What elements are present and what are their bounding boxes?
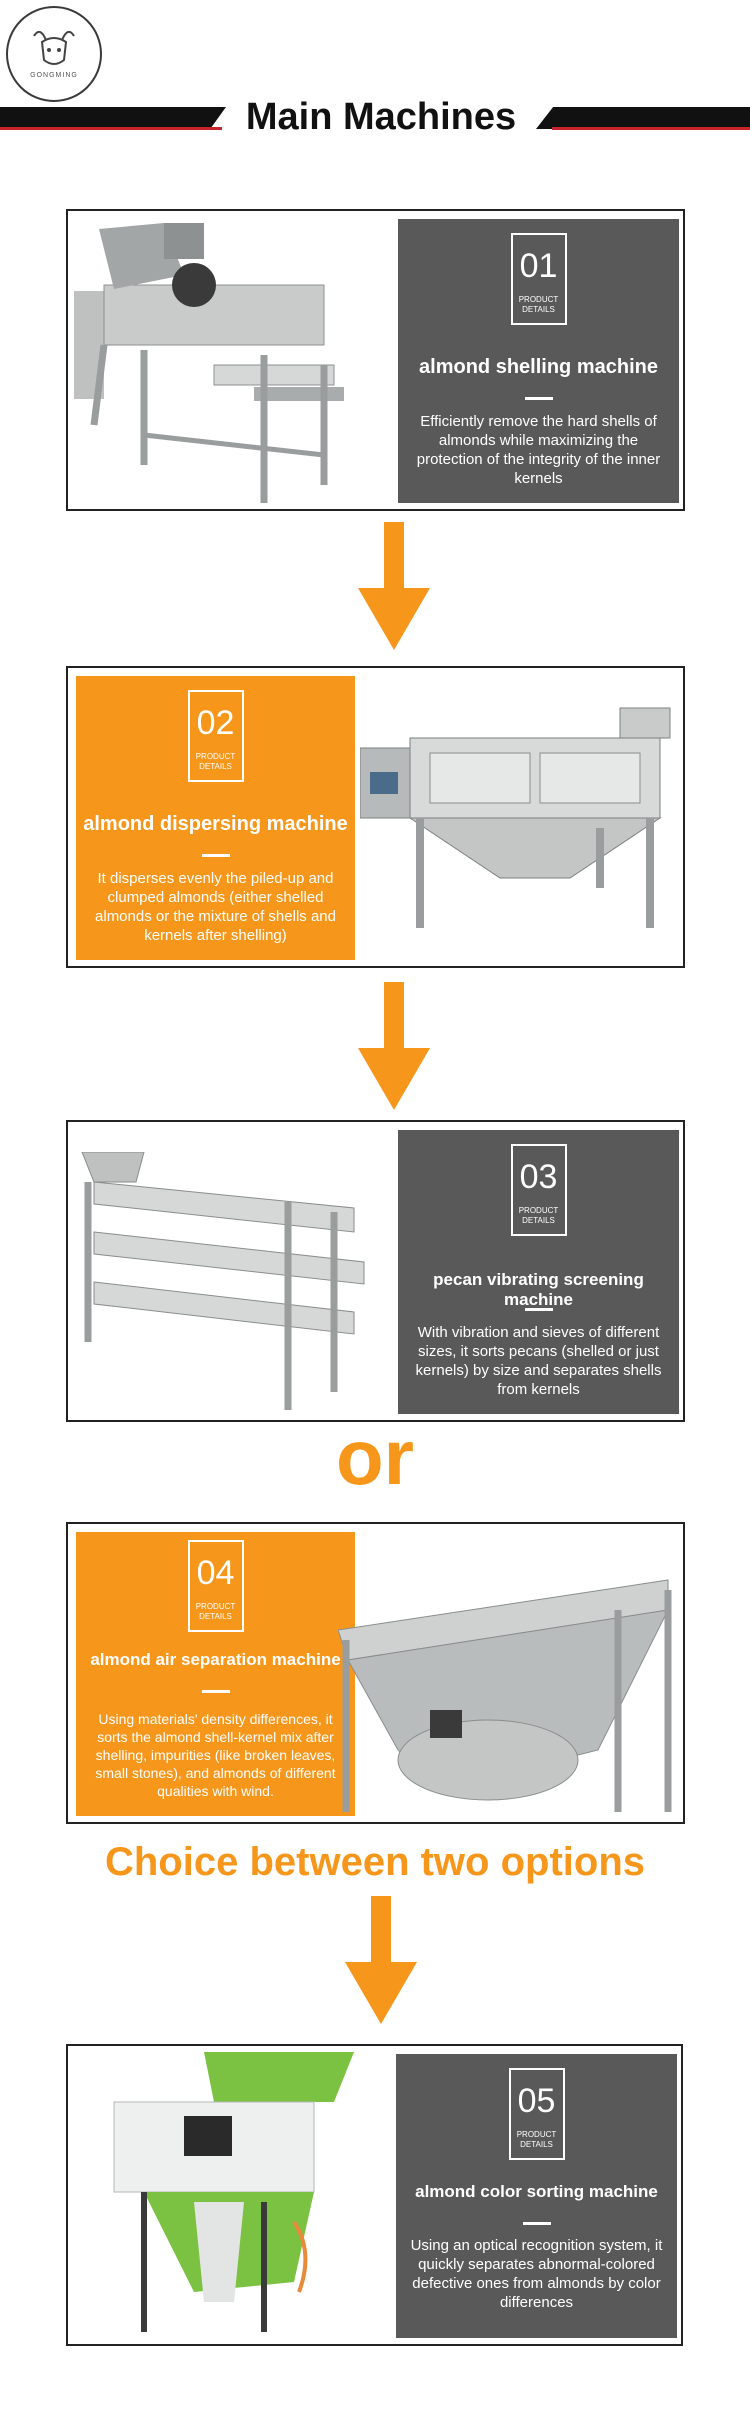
- page-title: Main Machines: [245, 96, 517, 138]
- screening-machine-image: [81, 1152, 365, 1410]
- product-name: pecan vibrating screening machine: [433, 1270, 644, 1309]
- item-number: 02: [196, 704, 235, 742]
- header-redline-left: [0, 127, 222, 130]
- product-name: almond color sorting machine: [415, 2182, 658, 2201]
- ox-head-icon: [33, 30, 75, 65]
- divider-bar: [201, 854, 230, 857]
- item-number: 03: [519, 1158, 558, 1196]
- product-description: With vibration and sieves of different s…: [415, 1324, 662, 1398]
- choice-heading: Choice between two options: [104, 1840, 646, 1884]
- or-separator-text: or: [336, 1413, 414, 1501]
- air-separation-machine-image: [338, 1579, 672, 1812]
- product-description: Efficiently remove the hard shells of al…: [416, 413, 661, 487]
- item-number: 05: [517, 2082, 556, 2120]
- divider-bar: [524, 1308, 553, 1311]
- shelling-machine-image: [74, 223, 344, 503]
- divider-bar: [201, 1690, 230, 1693]
- down-arrow-icon: [358, 522, 430, 650]
- down-arrow-icon: [345, 1896, 417, 2024]
- header-stripe-right: [536, 107, 750, 129]
- item-number: 04: [196, 1554, 235, 1592]
- logo-text: GONGMING: [30, 72, 78, 79]
- divider-bar: [524, 397, 553, 400]
- dispersing-machine-image: [360, 707, 671, 928]
- logo-circle: [6, 6, 102, 102]
- color-sorting-machine-image: [113, 2052, 354, 2332]
- divider-bar: [522, 2222, 551, 2225]
- item-number: 01: [519, 247, 558, 285]
- header-redline-right: [552, 127, 750, 130]
- brand-logo: GONGMING: [6, 6, 102, 102]
- header-stripe-left: [0, 107, 226, 129]
- product-description: Using materials' density differences, it…: [95, 1711, 336, 1799]
- product-name: almond shelling machine: [419, 356, 658, 378]
- product-name: almond dispersing machine: [83, 813, 348, 835]
- down-arrow-icon: [358, 982, 430, 1110]
- product-description: Using an optical recognition system, it …: [410, 2237, 663, 2311]
- product-name: almond air separation machine: [90, 1650, 341, 1669]
- product-description: It disperses evenly the piled-up and clu…: [95, 870, 336, 944]
